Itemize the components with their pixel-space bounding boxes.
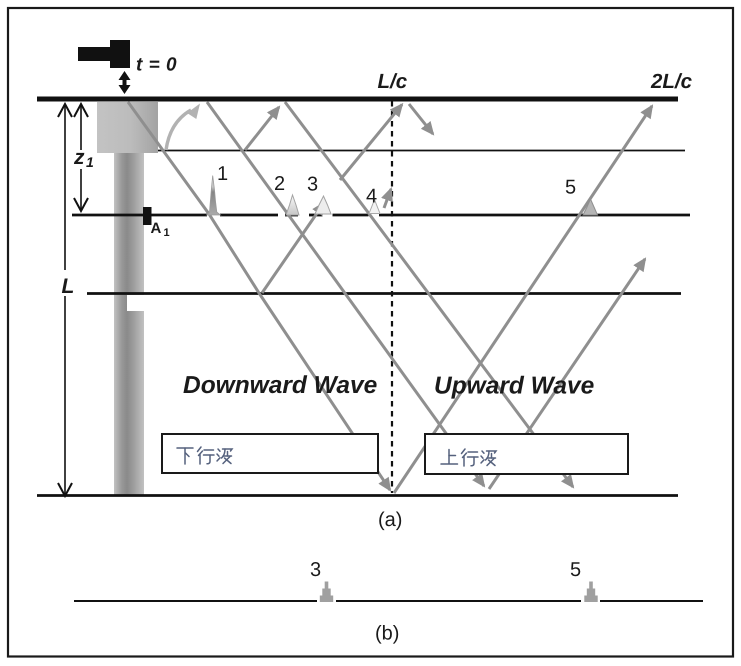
svg-text:2L/c: 2L/c — [650, 70, 693, 93]
svg-text:(b): (b) — [375, 623, 399, 645]
svg-text:2: 2 — [274, 173, 285, 195]
svg-text:1: 1 — [164, 227, 170, 239]
svg-text:Downward Wave: Downward Wave — [183, 372, 377, 399]
svg-text:5: 5 — [565, 177, 576, 199]
svg-text:z: z — [73, 146, 85, 169]
svg-text:t = 0: t = 0 — [136, 55, 177, 76]
svg-text:4: 4 — [366, 186, 377, 208]
svg-text:3: 3 — [307, 174, 318, 196]
svg-text:1: 1 — [86, 154, 94, 170]
svg-text:Upward Wave: Upward Wave — [434, 373, 594, 400]
svg-text:1: 1 — [217, 163, 228, 185]
svg-text:A: A — [151, 220, 162, 237]
svg-text:3: 3 — [310, 559, 321, 581]
svg-text:L/c: L/c — [378, 70, 408, 93]
svg-text:L: L — [62, 275, 75, 298]
svg-text:(a): (a) — [378, 509, 402, 531]
svg-text:5: 5 — [570, 559, 581, 581]
